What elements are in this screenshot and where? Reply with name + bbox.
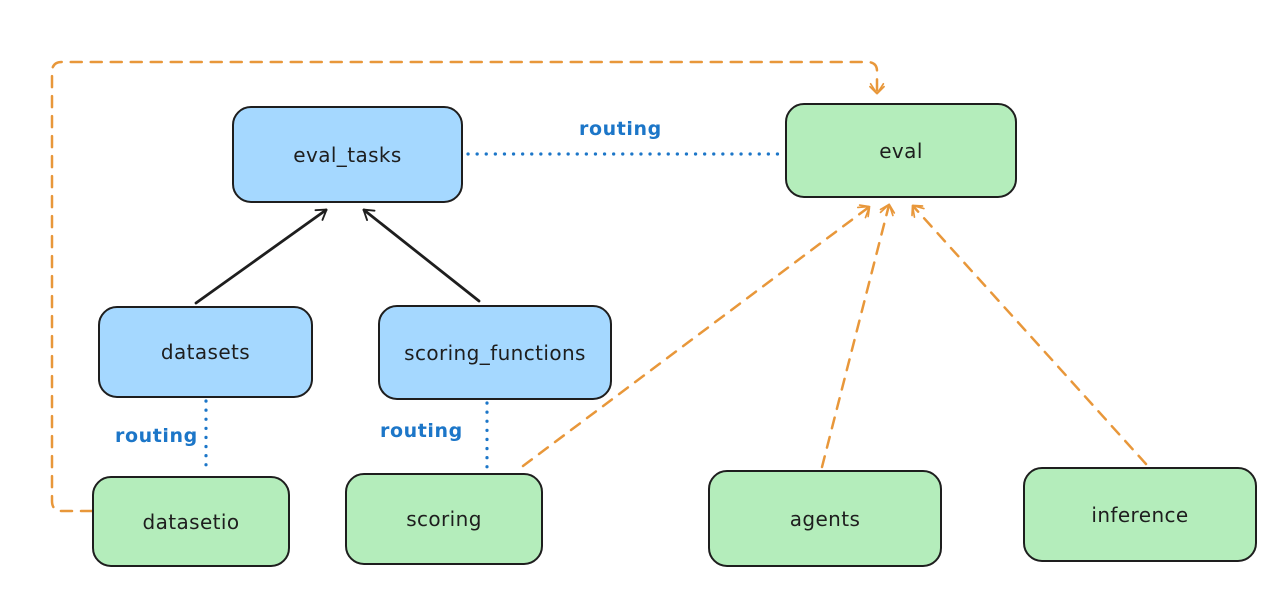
node-agents: agents <box>708 470 942 567</box>
node-eval: eval <box>785 103 1017 198</box>
node-eval-tasks-label: eval_tasks <box>293 142 402 167</box>
edge-scoring-to-eval <box>521 204 871 468</box>
node-scoring: scoring <box>345 473 543 565</box>
edge-inference-to-eval <box>911 204 1148 466</box>
node-scoring-functions: scoring_functions <box>378 305 612 400</box>
edge-datasets-to-eval-tasks <box>194 208 328 305</box>
node-eval-tasks: eval_tasks <box>232 106 463 203</box>
edge-label-routing-datasets-datasetio: routing <box>115 425 198 447</box>
edge-agents-to-eval <box>820 203 896 469</box>
node-datasets: datasets <box>98 306 313 398</box>
node-datasetio-label: datasetio <box>142 509 240 534</box>
node-scoring-label: scoring <box>406 507 482 531</box>
node-datasets-label: datasets <box>160 340 251 364</box>
node-agents-label: agents <box>789 506 861 531</box>
edge-datasetio-to-eval <box>50 60 885 513</box>
edge-scoring-functions-to-eval-tasks <box>362 208 481 303</box>
edge-label-routing-eval-tasks-eval: routing <box>579 118 662 140</box>
node-eval-label: eval <box>879 138 923 163</box>
node-inference-label: inference <box>1091 502 1189 527</box>
node-datasetio: datasetio <box>92 476 290 567</box>
edge-label-routing-scoring-functions-scoring: routing <box>380 420 463 442</box>
node-scoring-functions-label: scoring_functions <box>404 340 586 365</box>
node-inference: inference <box>1023 467 1257 562</box>
